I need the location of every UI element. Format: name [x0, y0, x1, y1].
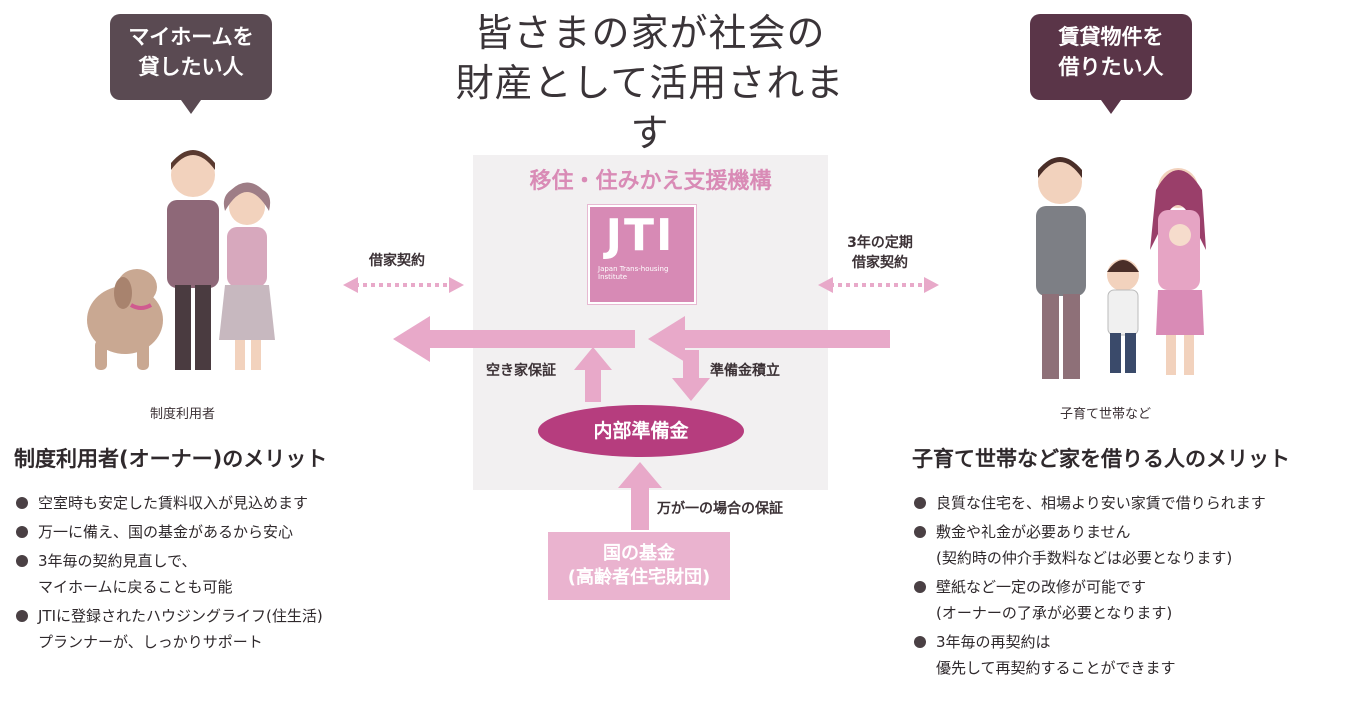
owner-bubble-line-1: マイホームを [128, 25, 254, 49]
tenant-merit-item: 3年毎の再契約は優先して再契約することができます [912, 629, 1362, 681]
tenant-merit-2-line-2: (契約時の仲介手数料などは必要となります) [936, 549, 1233, 567]
owner-merit-1-line-1: 空室時も安定した賃料収入が見込めます [38, 494, 309, 512]
tenant-merit-3-line-1: 壁紙など一定の改修が可能です [936, 578, 1147, 596]
jti-logo-subtitle: Japan Trans-housing Institute [598, 265, 669, 281]
owner-merit-item: 万一に備え、国の基金があるから安心 [14, 519, 444, 545]
owner-merits-title: 制度利用者(オーナー)のメリット [14, 447, 328, 471]
owner-merits-list: 空室時も安定した賃料収入が見込めます 万一に備え、国の基金があるから安心 3年毎… [14, 490, 444, 658]
national-fund-box: 国の基金 (高齢者住宅財団) [548, 532, 730, 600]
father-icon [1036, 157, 1086, 379]
owner-merit-4-line-1: JTIに登録されたハウジングライフ(住生活) [38, 607, 323, 625]
rent-from-tenant-arrow [648, 316, 890, 362]
emergency-guarantee-label: 万が一の場合の保証 [657, 501, 783, 517]
tenant-merit-3-line-2: (オーナーの了承が必要となります) [936, 604, 1173, 622]
tenant-merit-item: 良質な住宅を、相場より安い家賃で借りられます [912, 490, 1362, 516]
organization-name: 移住・住みかえ支援機構 [529, 169, 772, 194]
payment-to-owner-arrow [393, 316, 635, 362]
right-contract-label-line-1: 3年の定期 [847, 235, 913, 251]
left-contract-arrow [343, 277, 464, 293]
owner-merit-item: 空室時も安定した賃料収入が見込めます [14, 490, 444, 516]
tenant-speech-bubble: 賃貸物件を 借りたい人 [1030, 14, 1192, 114]
right-contract-arrow [818, 277, 939, 293]
left-contract-label: 借家契約 [369, 253, 425, 269]
internal-reserve-ellipse: 内部準備金 [538, 405, 744, 457]
owner-merit-3-line-1: 3年毎の契約見直しで、 [38, 552, 197, 570]
tenant-merit-1-line-1: 良質な住宅を、相場より安い家賃で借りられます [936, 494, 1266, 512]
reserve-accumulation-arrow [672, 350, 710, 401]
child-icon [1107, 259, 1139, 373]
fund-guarantee-arrow [618, 462, 662, 530]
tenant-merit-4-line-1: 3年毎の再契約は [936, 633, 1051, 651]
woman-icon [219, 182, 275, 370]
tenant-caption: 子育て世帯など [1060, 407, 1152, 422]
tenant-merits-list: 良質な住宅を、相場より安い家賃で借りられます 敷金や礼金が必要ありません (契約時… [912, 490, 1362, 684]
owner-caption: 制度利用者 [150, 407, 216, 422]
owner-speech-bubble: マイホームを 貸したい人 [110, 14, 272, 114]
tenant-merit-4-line-2: 優先して再契約することができます [936, 659, 1176, 677]
vacancy-guarantee-arrow [574, 347, 612, 402]
title-line-2: 財産として活用されます [455, 61, 845, 155]
page-title: 皆さまの家が社会の 財産として活用されます [440, 8, 860, 158]
tenant-merit-item: 壁紙など一定の改修が可能です (オーナーの了承が必要となります) [912, 574, 1362, 626]
owner-family-illustration [87, 150, 275, 370]
owner-merit-3-line-2: マイホームに戻ることも可能 [38, 578, 233, 596]
tenant-merit-2-line-1: 敷金や礼金が必要ありません [936, 523, 1131, 541]
jti-logo-text: JTI [605, 210, 675, 261]
tenant-bubble-line-1: 賃貸物件を [1058, 25, 1164, 49]
tenant-merit-item: 敷金や礼金が必要ありません (契約時の仲介手数料などは必要となります) [912, 519, 1362, 571]
vacancy-guarantee-label: 空き家保証 [486, 363, 556, 379]
owner-merit-item: 3年毎の契約見直しで、マイホームに戻ることも可能 [14, 548, 444, 600]
national-fund-line-2: (高齢者住宅財団) [567, 567, 711, 588]
reserve-accumulation-label: 準備金積立 [710, 363, 780, 379]
right-contract-label: 3年の定期 借家契約 [835, 232, 925, 272]
tenant-family-illustration [1036, 157, 1206, 379]
man-icon [167, 150, 219, 370]
mother-icon [1150, 168, 1206, 375]
owner-merit-4-line-2: プランナーが、しっかりサポート [38, 633, 263, 651]
tenant-merits-title: 子育て世帯など家を借りる人のメリット [912, 447, 1290, 471]
right-contract-label-line-2: 借家契約 [852, 255, 908, 271]
dog-icon [87, 269, 163, 370]
tenant-bubble-line-2: 借りたい人 [1058, 55, 1164, 79]
owner-bubble-line-2: 貸したい人 [138, 55, 244, 79]
jti-logo [587, 204, 697, 305]
title-line-1: 皆さまの家が社会の [474, 11, 826, 55]
owner-merit-2-line-1: 万一に備え、国の基金があるから安心 [38, 523, 294, 541]
national-fund-line-1: 国の基金 [603, 543, 675, 564]
owner-merit-item: JTIに登録されたハウジングライフ(住生活) プランナーが、しっかりサポート [14, 603, 444, 655]
